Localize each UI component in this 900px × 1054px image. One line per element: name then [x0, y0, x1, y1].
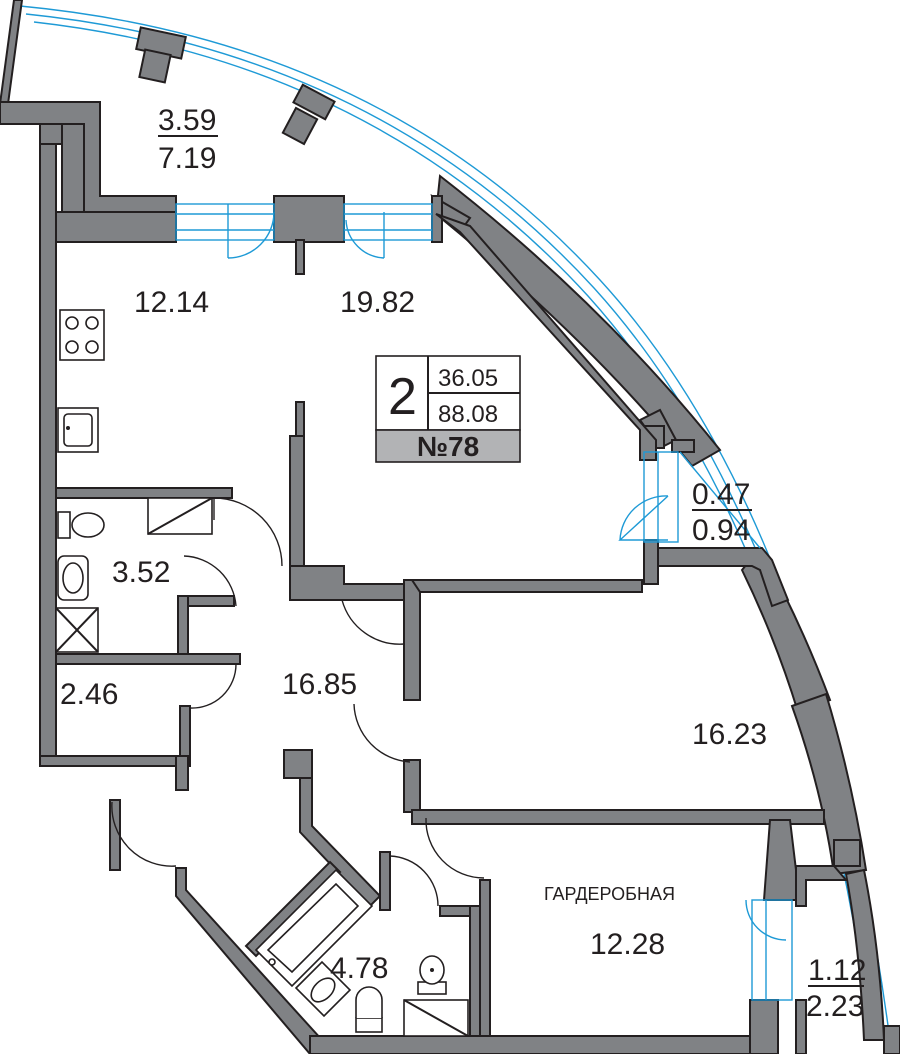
bathtub-icon: [254, 868, 374, 988]
washbasin-icon: [57, 555, 89, 601]
bath-washing-machine-icon: [403, 999, 469, 1037]
toilet-icon: [57, 511, 105, 539]
kitchen-area: 12.14: [134, 286, 209, 319]
balcony-small-area-coef: 0.94: [692, 514, 750, 547]
bathroom-small-area: 3.52: [112, 556, 170, 589]
balcony-top-label: 3.59 7.19: [158, 104, 218, 175]
balcony-corner-area: 1.12: [808, 954, 866, 987]
balcony-top-area-coef: 7.19: [158, 142, 216, 175]
apartment-number-bar: [375, 429, 521, 463]
total-area: 88.08: [438, 401, 498, 428]
bidet-icon: [417, 955, 447, 995]
balcony-corner-label: 1.12 2.23: [806, 954, 866, 1023]
bedroom-area: 16.23: [692, 718, 767, 751]
wardrobe-area: 12.28: [590, 928, 665, 961]
rooms-count: 2: [388, 368, 417, 426]
stove-icon: [59, 309, 105, 361]
apartment-badge: 2 36.05 88.08 №78: [375, 355, 521, 463]
bath-toilet-icon: [355, 986, 383, 1033]
washing-machine-icon: [147, 497, 213, 535]
balcony-small-area: 0.47: [692, 478, 750, 511]
kitchen-sink-icon: [57, 407, 99, 453]
doors: [111, 204, 787, 941]
room-labels: 3.59 7.19 12.14 19.82 3.52 2.46 16.85 16…: [60, 104, 866, 1023]
windows: [175, 203, 793, 1001]
shower-tray-icon: [55, 607, 99, 653]
balcony-small-label: 0.47 0.94: [692, 478, 752, 547]
bathroom-large-area: 4.78: [330, 952, 388, 985]
main-walls: [39, 123, 849, 1054]
apartment-number: №78: [417, 431, 479, 462]
balcony-corner-area-coef: 2.23: [806, 990, 864, 1023]
storage-area: 2.46: [60, 678, 118, 711]
hallway-area: 16.85: [282, 668, 357, 701]
wardrobe-name: ГАРДЕРОБНАЯ: [544, 884, 675, 904]
living-room-area: 19.82: [340, 286, 415, 319]
curved-exterior-wall: [430, 174, 900, 1054]
living-area: 36.05: [438, 365, 498, 392]
fixtures: [55, 309, 469, 1037]
bath-washbasin-icon: [294, 960, 352, 1018]
balcony-top-area: 3.59: [158, 104, 216, 137]
